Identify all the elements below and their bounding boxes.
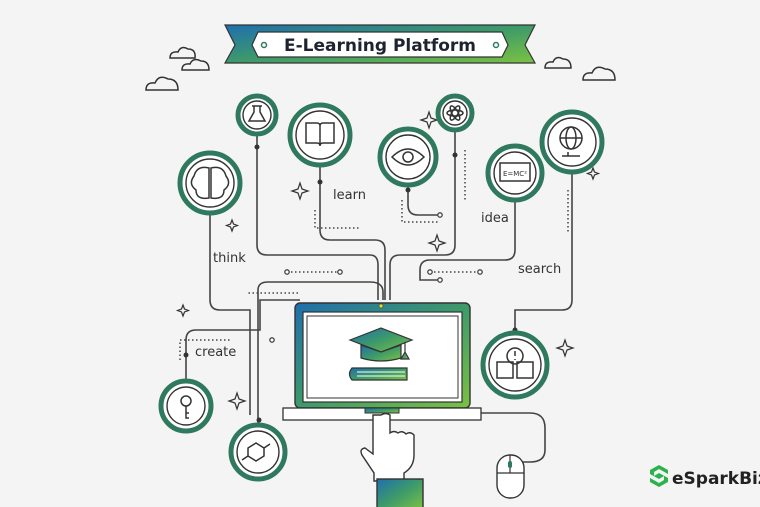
brand-name: eSparkBiz: [672, 469, 760, 489]
label-create: create: [195, 345, 236, 360]
globe-icon: [539, 109, 605, 175]
search-book-icon: [480, 330, 550, 400]
mouse-icon: [496, 454, 525, 499]
blackboard-icon: E=MC²: [485, 143, 545, 203]
ring-dots: [269, 212, 483, 343]
esparkbiz-logo: eSparkBiz: [650, 465, 760, 489]
label-search: search: [518, 262, 561, 277]
key-icon: [158, 378, 214, 434]
flask-icon: [235, 93, 279, 137]
hand-cursor-icon: [360, 412, 424, 507]
formula-text: E=MC²: [503, 170, 527, 178]
brain-icon: [177, 150, 243, 216]
cloud-icon: [145, 46, 616, 91]
sparkle-icon: [175, 110, 601, 411]
label-idea: idea: [481, 211, 509, 226]
label-learn: learn: [333, 188, 366, 203]
title-banner: E-Learning Platform: [223, 24, 537, 64]
graduation-cap-icon: [348, 327, 414, 381]
book-icon: [287, 102, 353, 168]
label-think: think: [213, 251, 246, 266]
atom-icon: [435, 93, 475, 133]
dotted-lines: [179, 150, 569, 360]
eye-icon: [377, 126, 439, 188]
molecule-icon: [228, 422, 288, 482]
banner-title: E-Learning Platform: [284, 36, 476, 56]
